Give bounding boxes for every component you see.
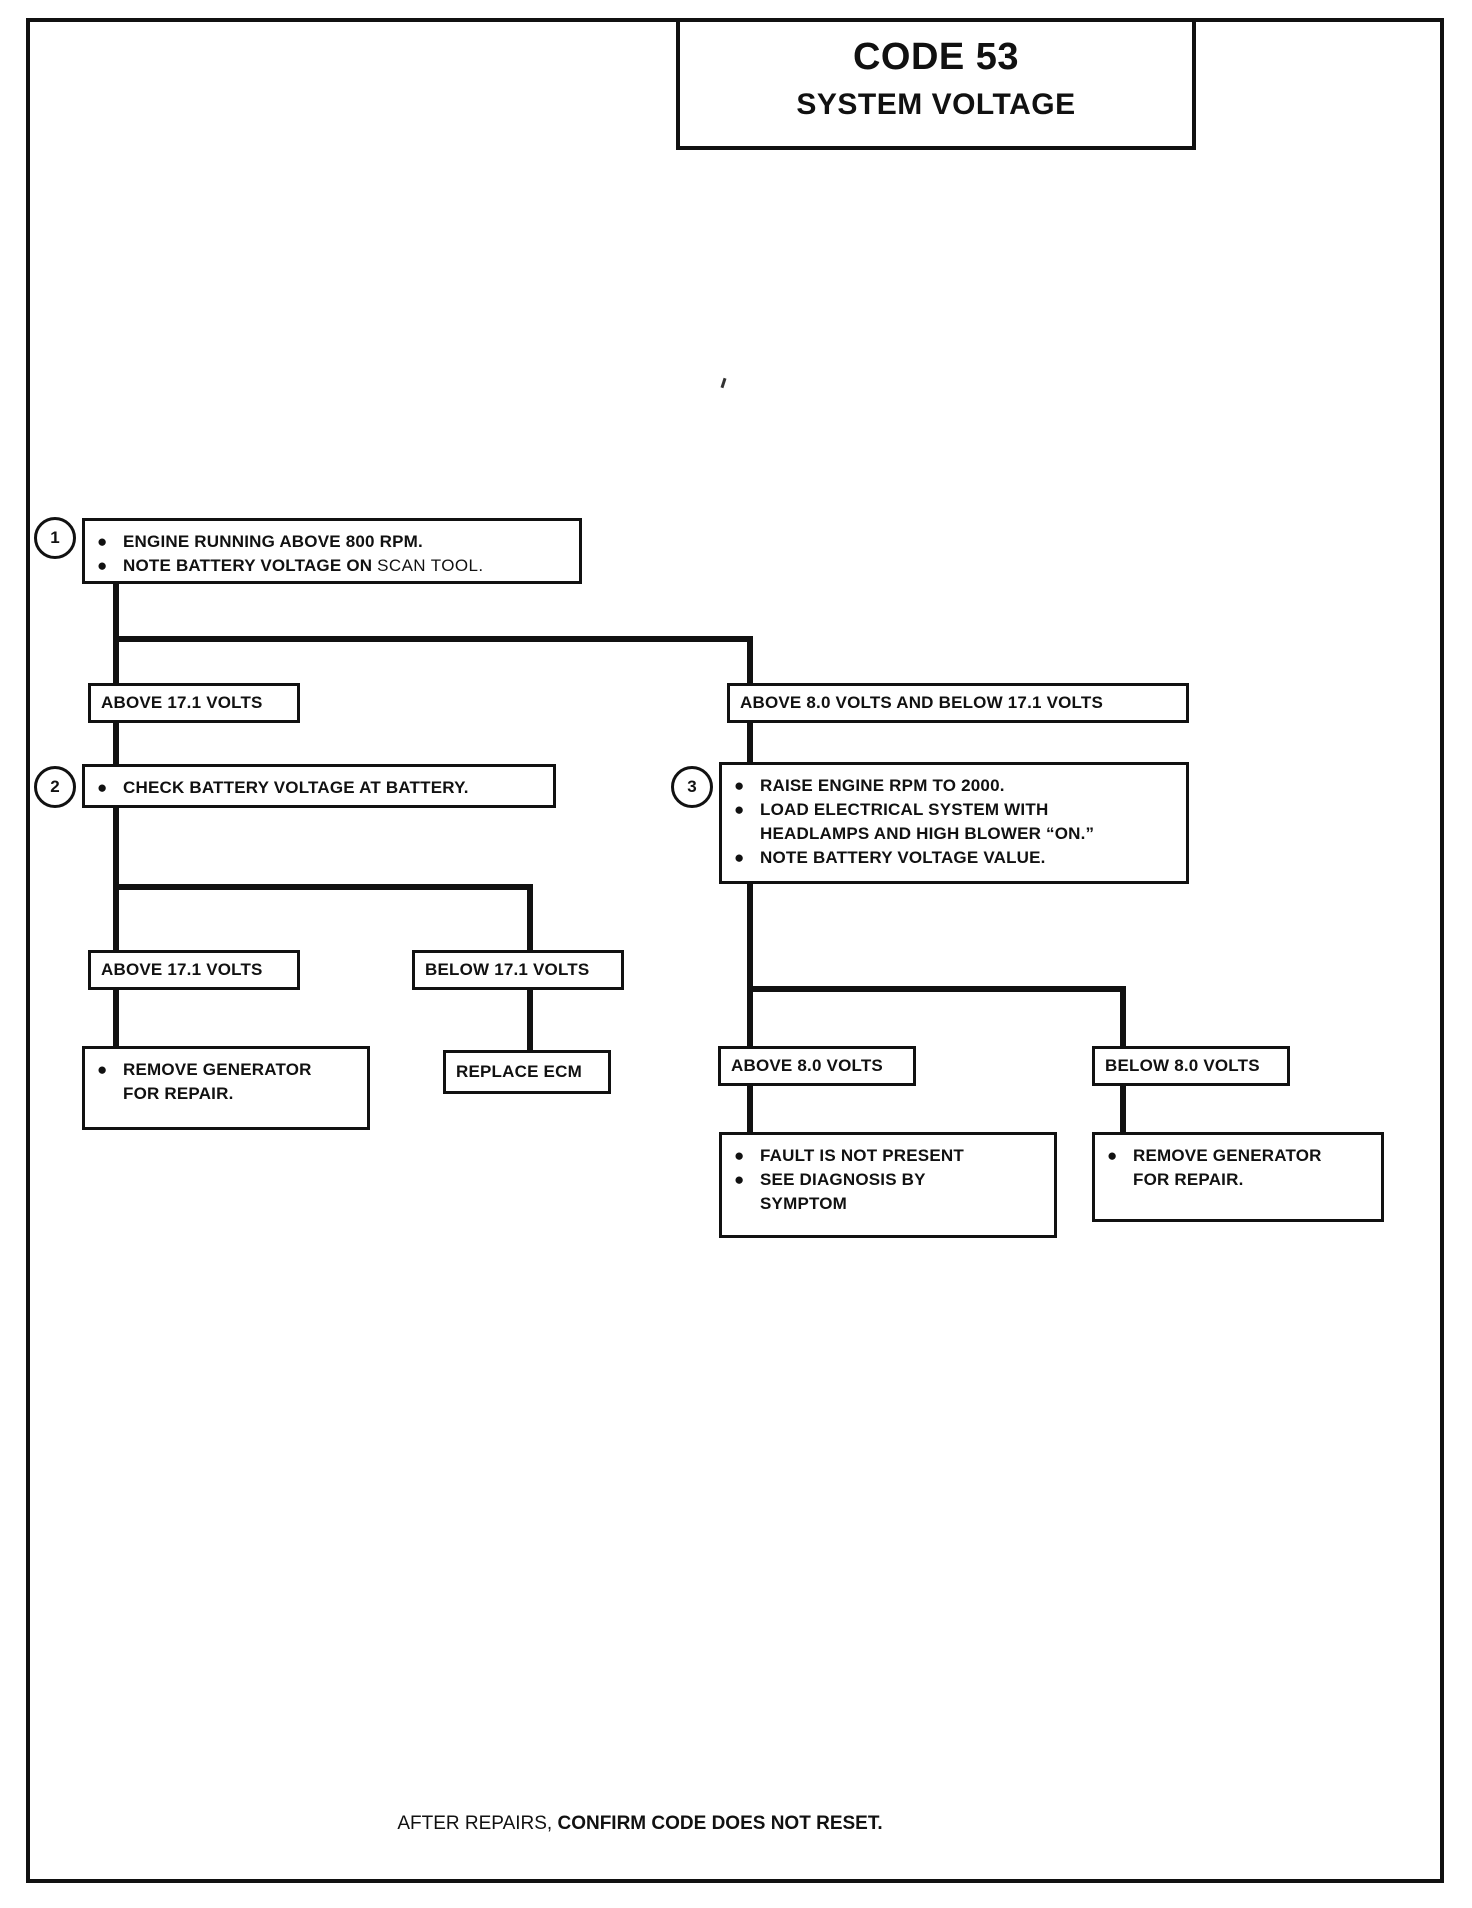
footer-lead-text: AFTER REPAIRS, [397, 1813, 553, 1834]
connector-step1-split [113, 636, 753, 642]
outcome-3-line-2: ● SEE DIAGNOSIS BY [734, 1168, 1046, 1192]
outcome-fault-not-present-box: ● FAULT IS NOT PRESENT ● SEE DIAGNOSIS B… [719, 1132, 1057, 1238]
branch-label-below-8-0-volts: BELOW 8.0 VOLTS [1092, 1046, 1290, 1086]
branch-label-below-17-1-volts: BELOW 17.1 VOLTS [412, 950, 624, 990]
step-1-line-2-light: SCAN TOOL. [377, 556, 484, 576]
connector-step1-to-left-branch [113, 636, 119, 698]
branch-label-above-8-0-volts: ABOVE 8.0 VOLTS [718, 1046, 916, 1086]
connector-above8-to-outcome [747, 1085, 753, 1137]
bullet-icon: ● [734, 1170, 745, 1190]
step-1-line-2-bold: NOTE BATTERY VOLTAGE ON [123, 556, 373, 576]
outcome-4-line-1: ● REMOVE GENERATOR [1107, 1144, 1373, 1168]
connector-step2-split [113, 884, 533, 890]
step-3-line-2: ● LOAD ELECTRICAL SYSTEM WITH [734, 798, 1178, 822]
branch-label-above-8-below-17-1-volts: ABOVE 8.0 VOLTS AND BELOW 17.1 VOLTS [727, 683, 1189, 723]
step-1-line-1: ● ENGINE RUNNING ABOVE 800 RPM. [97, 530, 571, 554]
page-frame-top-right-edge [1196, 18, 1444, 22]
title-box: CODE 53 SYSTEM VOLTAGE [676, 18, 1196, 150]
connector-step1-to-right-branch [747, 636, 753, 698]
connector-below8-to-outcome [1120, 1085, 1126, 1137]
connector-above17-to-outcome [113, 989, 119, 1051]
connector-step2-down [113, 808, 119, 890]
bullet-icon: ● [97, 532, 108, 551]
bullet-icon: ● [97, 1060, 108, 1079]
connector-step2-to-left [113, 884, 119, 954]
outcome-1-line-2: FOR REPAIR. [123, 1084, 234, 1104]
step-3-line-1: ● RAISE ENGINE RPM TO 2000. [734, 774, 1178, 798]
bullet-icon: ● [734, 776, 745, 795]
step-3-line-4: ● NOTE BATTERY VOLTAGE VALUE. [734, 846, 1178, 870]
outcome-3-line-3: SYMPTOM [760, 1194, 848, 1214]
connector-below17-to-outcome [527, 989, 533, 1051]
connector-left-branch-to-step2 [113, 722, 119, 768]
step-3-box: ● RAISE ENGINE RPM TO 2000. ● LOAD ELECT… [719, 762, 1189, 884]
connector-step3-to-left [747, 986, 753, 1048]
outcome-3-line-1: ● FAULT IS NOT PRESENT [734, 1144, 1046, 1168]
page-frame-left-edge [26, 18, 30, 1883]
step-2-box: ● CHECK BATTERY VOLTAGE AT BATTERY. [82, 764, 556, 808]
step-number-1: 1 [34, 517, 76, 559]
bullet-icon: ● [1107, 1146, 1118, 1165]
bullet-icon: ● [97, 556, 108, 576]
footer-emphasis-text: CONFIRM CODE DOES NOT RESET. [557, 1813, 883, 1834]
step-number-3: 3 [671, 766, 713, 808]
step-1-line-2: ● NOTE BATTERY VOLTAGE ON SCAN TOOL. [97, 554, 571, 578]
outcome-replace-ecm-box: REPLACE ECM [443, 1050, 611, 1094]
connector-step1-down [113, 584, 119, 642]
page-frame-top-left-edge [26, 18, 678, 22]
page-title-subject: SYSTEM VOLTAGE [796, 88, 1076, 121]
stray-ink-mark [720, 377, 727, 389]
outcome-4-line-2: FOR REPAIR. [1133, 1170, 1244, 1190]
connector-step3-split [747, 986, 1126, 992]
page-frame-right-edge [1440, 18, 1444, 1883]
outcome-remove-generator-box-2: ● REMOVE GENERATOR FOR REPAIR. [1092, 1132, 1384, 1222]
connector-step3-down [747, 884, 753, 992]
outcome-1-line-1: ● REMOVE GENERATOR [97, 1058, 359, 1082]
branch-label-above-17-1-volts: ABOVE 17.1 VOLTS [88, 683, 300, 723]
page-frame-bottom-edge [26, 1879, 1444, 1883]
connector-step2-to-right [527, 884, 533, 954]
outcome-remove-generator-box: ● REMOVE GENERATOR FOR REPAIR. [82, 1046, 370, 1130]
step-2-line-1: ● CHECK BATTERY VOLTAGE AT BATTERY. [97, 776, 545, 800]
page-title-code: CODE 53 [852, 36, 1020, 78]
branch-label-above-17-1-volts-2: ABOVE 17.1 VOLTS [88, 950, 300, 990]
bullet-icon: ● [97, 778, 108, 797]
bullet-icon: ● [734, 800, 745, 820]
step-3-line-3: HEADLAMPS AND HIGH BLOWER “ON.” [760, 824, 1095, 844]
connector-right-branch-to-step3 [747, 722, 753, 768]
step-number-2: 2 [34, 766, 76, 808]
bullet-icon: ● [734, 1146, 745, 1165]
step-1-box: ● ENGINE RUNNING ABOVE 800 RPM. ● NOTE B… [82, 518, 582, 584]
connector-step3-to-right [1120, 986, 1126, 1048]
footer-note: AFTER REPAIRS, CONFIRM CODE DOES NOT RES… [0, 1813, 1280, 1835]
bullet-icon: ● [734, 848, 745, 868]
